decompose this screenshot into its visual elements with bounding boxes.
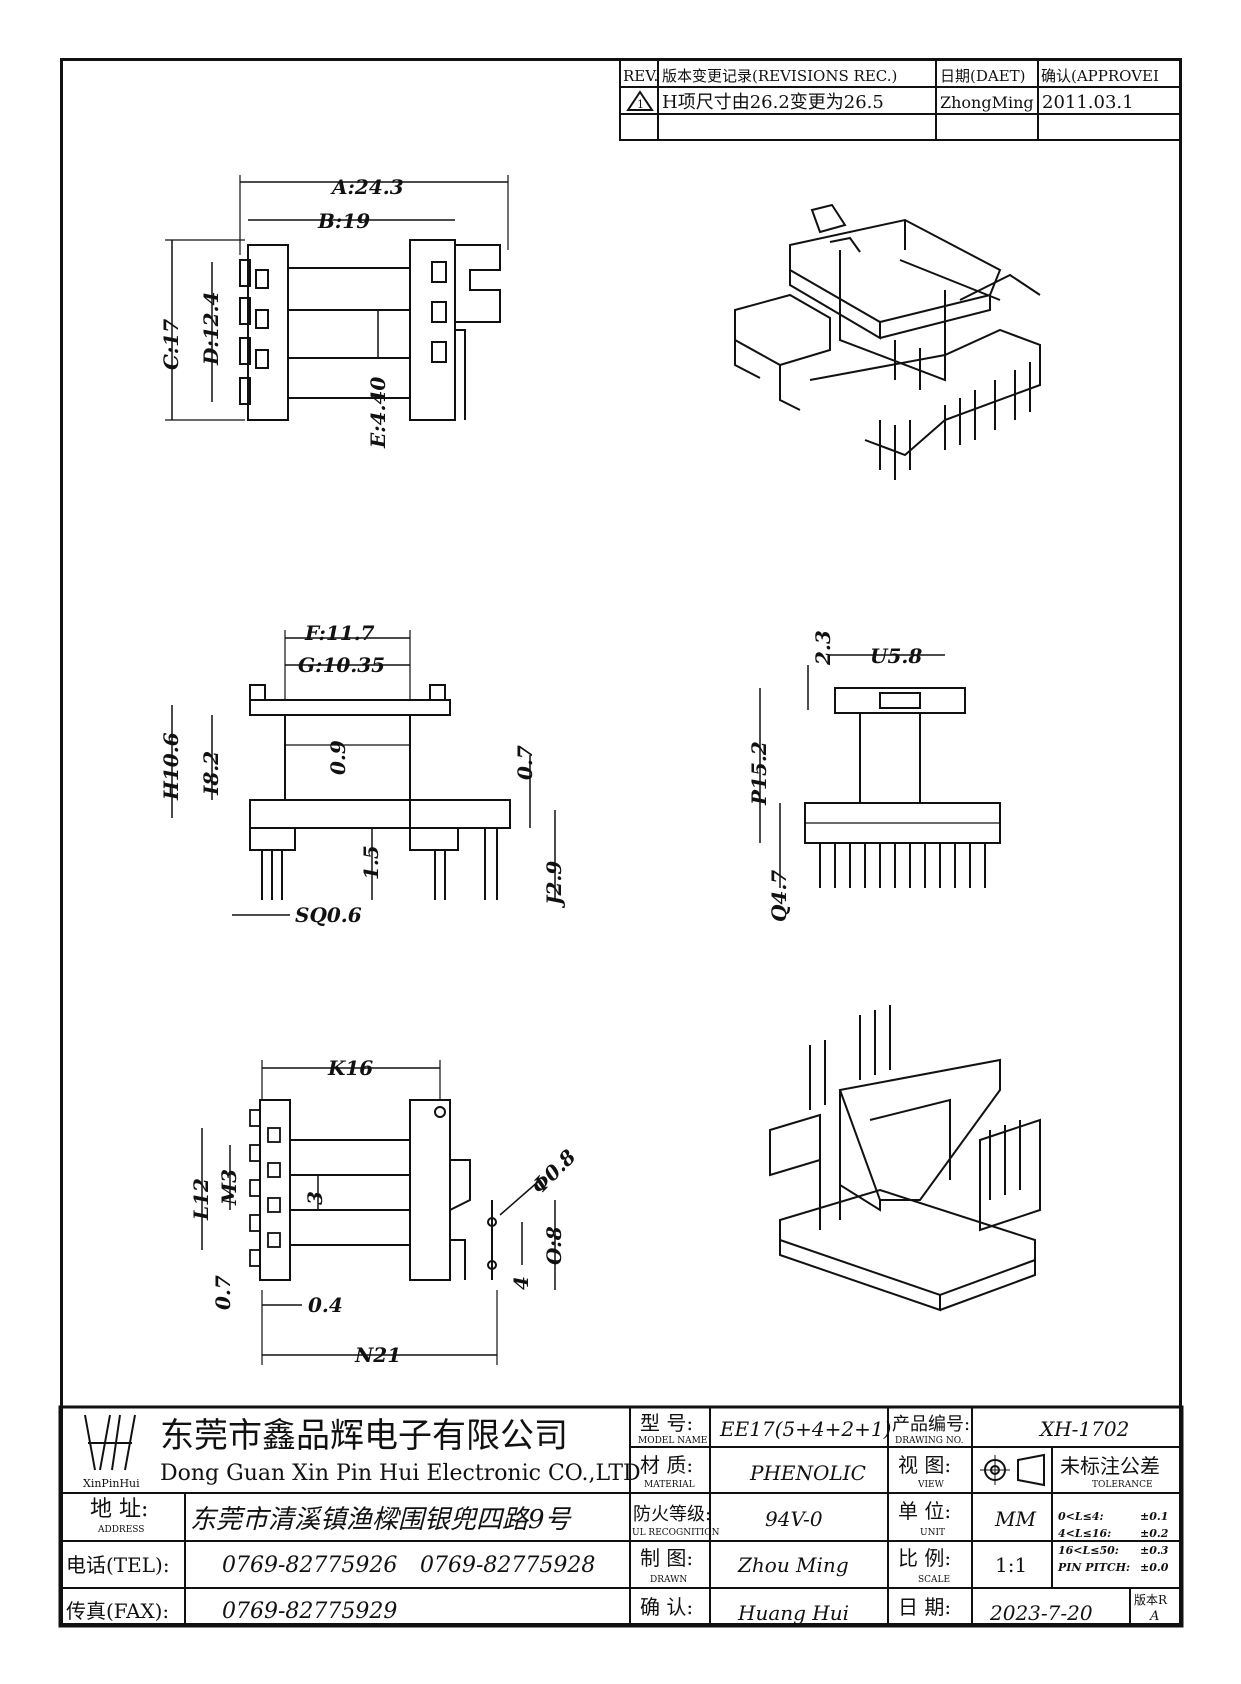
dim-j: J2.9 <box>542 861 566 909</box>
drawn-label: 制 图: <box>640 1546 693 1570</box>
scale-sub: SCALE <box>918 1575 950 1585</box>
dim-sq: SQ0.6 <box>295 903 362 927</box>
drawing-no-value: XH-1702 <box>1038 1417 1129 1441</box>
title-block: XinPinHui 东莞市鑫品辉电子有限公司 Dong Guan Xin Pin… <box>58 1405 1184 1628</box>
dim-3: 3 <box>303 1191 327 1205</box>
view-sub: VIEW <box>917 1480 945 1490</box>
company-name-en: Dong Guan Xin Pin Hui Electronic CO.,LTD <box>160 1461 641 1486</box>
dim-0-7b: 0.7 <box>211 1275 235 1310</box>
revision-record: H项尺寸由26.2变更为26.5 <box>662 92 884 113</box>
revision-table: REV. 版本变更记录(REVISIONS REC.) 日期(DAET) 确认(… <box>619 59 1181 141</box>
end-view: U5.8 2.3 P15.2 Q4.7 <box>747 630 1001 922</box>
version-value: A <box>1149 1609 1159 1624</box>
tolerance-range-3: 16<L≤50: <box>1058 1544 1119 1557</box>
date-value: 2023-7-20 <box>989 1601 1093 1625</box>
bottom-view: K16 L12 M3 3 Φ0.8 O:8 4 0.7 0.4 N21 <box>189 1056 581 1367</box>
top-view: A:24.3 B:19 C:17 D:12.4 E:4.40 <box>159 175 509 449</box>
dim-phi: Φ0.8 <box>527 1145 581 1199</box>
dim-e: E:4.40 <box>366 377 390 449</box>
address-value: 东莞市清溪镇渔樑围银兜四路9号 <box>190 1505 573 1535</box>
record-header: 版本变更记录(REVISIONS REC.) <box>662 67 897 85</box>
check-label: 确 认: <box>640 1595 693 1619</box>
model-value: EE17(5+4+2+1) <box>719 1417 891 1441</box>
drawing-no-sub: DRAWING NO. <box>895 1436 964 1446</box>
projection-symbol-icon <box>980 1453 1045 1487</box>
dim-i: I8.2 <box>199 751 223 796</box>
address-label: 地 址: <box>90 1497 148 1522</box>
logo-text: XinPinHui <box>83 1477 140 1490</box>
revision-number: 1 <box>637 98 644 111</box>
iso-view-top <box>734 203 1041 480</box>
dim-f: F:11.7 <box>304 621 375 645</box>
fax-label: 传真(FAX): <box>66 1599 169 1623</box>
tolerance-value-1: ±0.1 <box>1140 1510 1168 1523</box>
fire-sub: UL RECOGNITION <box>632 1528 720 1538</box>
dim-0-4: 0.4 <box>308 1293 343 1317</box>
drawing-no-label: 产品编号: <box>892 1414 970 1435</box>
tolerance-value-3: ±0.3 <box>1140 1544 1169 1557</box>
scale-value: 1:1 <box>995 1553 1027 1577</box>
version-label: 版本R <box>1134 1593 1168 1607</box>
dim-d: D:12.4 <box>199 292 223 366</box>
company-name-cn: 东莞市鑫品辉电子有限公司 <box>160 1416 568 1456</box>
unit-label: 单 位: <box>898 1499 951 1523</box>
tolerance-sub: TOLERANCE <box>1092 1480 1153 1490</box>
dim-o: O:8 <box>542 1226 566 1265</box>
dim-k: K16 <box>327 1056 373 1080</box>
drawn-value: Zhou Ming <box>737 1553 849 1577</box>
approve-header: 确认(APPROVEI <box>1041 67 1159 85</box>
company-logo <box>84 1414 136 1471</box>
unit-value: MM <box>994 1507 1036 1531</box>
dim-1-5: 1.5 <box>359 845 383 880</box>
scale-label: 比 例: <box>898 1546 951 1570</box>
tolerance-value-4: ±0.0 <box>1140 1561 1169 1574</box>
dim-2-3: 2.3 <box>811 630 835 666</box>
tolerance-range-4: PIN PITCH: <box>1057 1561 1130 1574</box>
tolerance-range-1: 0<L≤4: <box>1058 1510 1104 1523</box>
dim-p: P15.2 <box>747 741 771 806</box>
drawn-sub: DRAWN <box>650 1575 687 1585</box>
dim-c: C:17 <box>159 319 183 370</box>
view-label: 视 图: <box>898 1453 951 1477</box>
material-label: 材 质: <box>640 1453 693 1477</box>
fax-value: 0769-82775929 <box>222 1599 397 1624</box>
rev-header: REV. <box>623 67 658 85</box>
dim-0-9: 0.9 <box>326 740 350 775</box>
date-label: 日 期: <box>898 1595 951 1619</box>
dim-b: B:19 <box>317 209 370 233</box>
dim-0-7: 0.7 <box>513 745 537 780</box>
dim-u: U5.8 <box>870 644 922 668</box>
dim-l: L12 <box>189 1178 213 1221</box>
material-sub: MATERIAL <box>644 1480 695 1490</box>
iso-view-bottom <box>769 1005 1041 1312</box>
tel-label: 电话(TEL): <box>66 1553 170 1577</box>
revision-date: ZhongMing <box>940 93 1034 112</box>
address-sub: ADDRESS <box>97 1525 144 1535</box>
tolerance-label: 未标注公差 <box>1060 1454 1160 1478</box>
revision-approve: 2011.03.1 <box>1042 92 1134 113</box>
fire-value: 94V-0 <box>765 1507 823 1531</box>
date-header: 日期(DAET) <box>940 67 1026 85</box>
tel-2: 0769-82775928 <box>420 1553 595 1578</box>
dim-g: G:10.35 <box>298 653 385 677</box>
tolerance-value-2: ±0.2 <box>1140 1527 1169 1540</box>
fire-label: 防火等级: <box>633 1504 711 1525</box>
dim-4: 4 <box>509 1276 533 1290</box>
dim-a: A:24.3 <box>330 175 404 199</box>
dim-h: H10.6 <box>159 732 183 801</box>
material-value: PHENOLIC <box>749 1461 866 1485</box>
side-view: F:11.7 G:10.35 H10.6 I8.2 0.9 0.7 1.5 J2… <box>159 621 566 927</box>
model-label: 型 号: <box>640 1411 693 1435</box>
dim-q: Q4.7 <box>767 870 791 922</box>
unit-sub: UNIT <box>920 1528 945 1538</box>
tolerance-range-2: 4<L≤16: <box>1058 1527 1111 1540</box>
dim-n: N21 <box>354 1343 401 1367</box>
model-sub: MODEL NAME <box>638 1436 707 1446</box>
check-value: Huang Hui <box>737 1601 849 1625</box>
dim-m: M3 <box>217 1169 241 1206</box>
tel-1: 0769-82775926 <box>222 1553 397 1578</box>
revision-triangle-icon <box>626 90 654 111</box>
